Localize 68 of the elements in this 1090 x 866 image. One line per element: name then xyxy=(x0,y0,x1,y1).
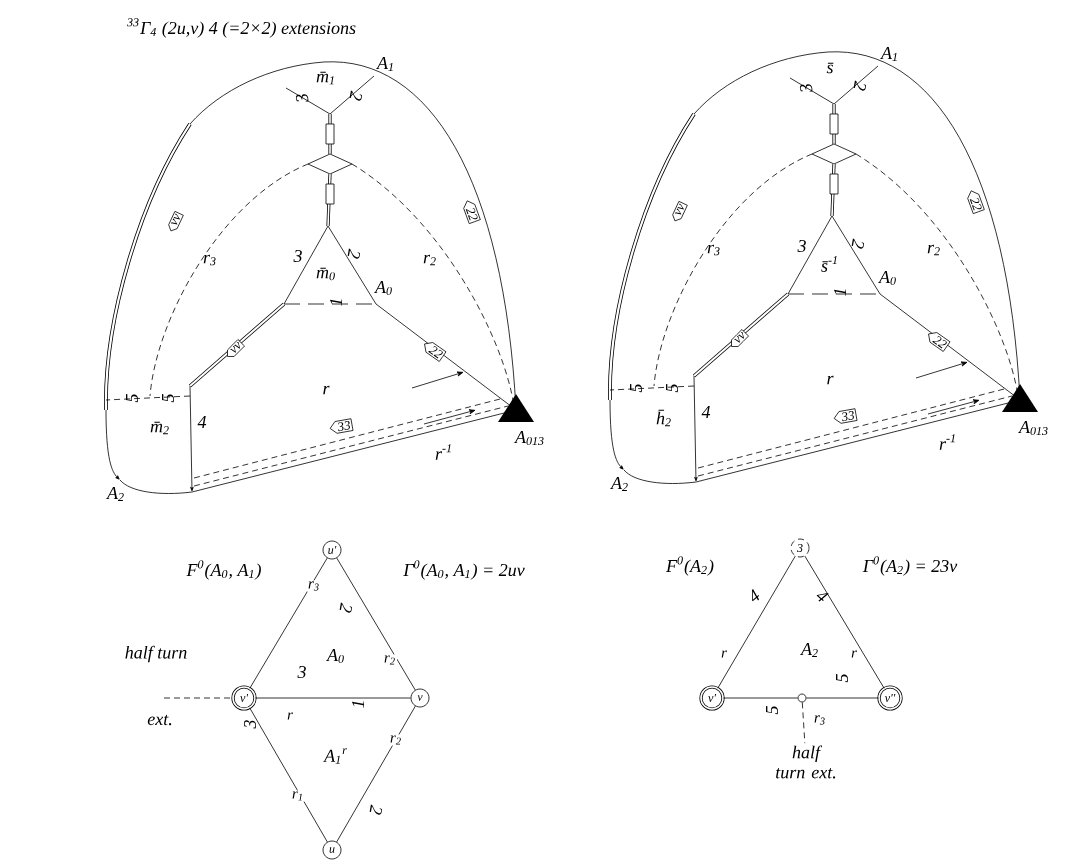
title: $^{33}$Γ$_{4}$ (2u,v) 4 (=2×2) extensions xyxy=(127,18,356,38)
edge-line xyxy=(163,697,233,699)
map-label: r$^{-1}$ xyxy=(939,434,955,450)
map-label: A$_{013}$ xyxy=(1018,421,1048,435)
map-label: 5 xyxy=(666,384,678,393)
map-label: 3 xyxy=(297,665,306,679)
note-text: half turn ext. xyxy=(776,745,836,779)
map-label: 1 xyxy=(834,289,846,296)
edge-line xyxy=(723,697,798,699)
map-label: A$_{2}$ xyxy=(610,477,628,491)
map-label: s̄ xyxy=(826,62,834,74)
map-label: r$_{2}$ xyxy=(927,244,940,256)
map-label: 2 xyxy=(369,804,382,815)
map-label: A$_{0}$ xyxy=(374,281,392,295)
map-label: 5 xyxy=(630,384,642,393)
map-label: A$_{1}$ xyxy=(880,47,897,61)
edge-line xyxy=(806,697,879,699)
map-label: 2 xyxy=(851,238,864,249)
map-label: r$^{-1}$ xyxy=(435,444,451,460)
map-label: A$_{2}$ xyxy=(800,643,818,657)
edge-line xyxy=(717,555,796,689)
edge-line xyxy=(804,555,885,689)
map-label: m̄$_{0}$ xyxy=(316,267,335,281)
map-label: 2 xyxy=(349,90,362,101)
map-label: 3 xyxy=(799,84,813,92)
map-label: A$_{0}$ xyxy=(878,271,896,285)
map-label: r$_{2}$ xyxy=(423,254,436,266)
map-label: 1 xyxy=(352,701,364,708)
map-label: 4 xyxy=(751,589,760,602)
map-label: 2 xyxy=(347,248,360,259)
map-label: 3 xyxy=(243,720,257,729)
edge-line xyxy=(255,697,411,699)
map-label: A$_{1}$ xyxy=(376,57,393,71)
map-label: 1 xyxy=(330,299,342,306)
map-label: 2 xyxy=(853,80,866,91)
map-label: ext. xyxy=(147,714,172,726)
map-label: 2 xyxy=(339,602,352,613)
map-label: Γ$^{0}$(A$_{2}$) = 23v xyxy=(862,556,958,576)
map-label: h̄$_{2}$ xyxy=(656,409,671,427)
map-label: r xyxy=(827,375,834,385)
map-label: 3 xyxy=(797,239,806,253)
map-label: A$_{2}$ xyxy=(106,487,124,501)
map-label: A$_{0}$ xyxy=(326,649,344,663)
map-label: 4 xyxy=(816,592,829,602)
map-label: 4 xyxy=(197,416,207,428)
map-label: F$^{0}$(A$_{0}$, A$_{1}$) xyxy=(186,560,261,580)
map-label: r$_{3}$ xyxy=(707,244,720,256)
edge-line xyxy=(249,557,328,689)
map-label: F$^{0}$(A$_{2}$) xyxy=(665,556,714,576)
edge-line xyxy=(801,702,806,744)
map-label: half turn xyxy=(125,645,187,663)
map-label: r xyxy=(323,385,330,395)
map-label: 5 xyxy=(126,394,138,403)
map-label: 5 xyxy=(836,674,848,683)
map-label: 5 xyxy=(766,706,778,715)
edge-line xyxy=(336,557,416,691)
map-label: A$_{013}$ xyxy=(514,431,544,445)
edge-line xyxy=(249,707,328,843)
map-label: m̄$_{1}$ xyxy=(316,71,334,85)
map-label: 4 xyxy=(701,406,711,418)
map-label: Γ$^{0}$(A$_{0}$, A$_{1}$) = 2uv xyxy=(403,560,525,580)
map-label: r$_{3}$ xyxy=(203,254,216,266)
map-label: s̄$^{-1}$ xyxy=(821,256,837,272)
map-label: m̄$_{2}$ xyxy=(150,421,169,435)
edge-line xyxy=(336,705,416,843)
map-label: 5 xyxy=(162,394,174,403)
map-label: 3 xyxy=(293,249,302,263)
map-label: 3 xyxy=(295,94,309,102)
